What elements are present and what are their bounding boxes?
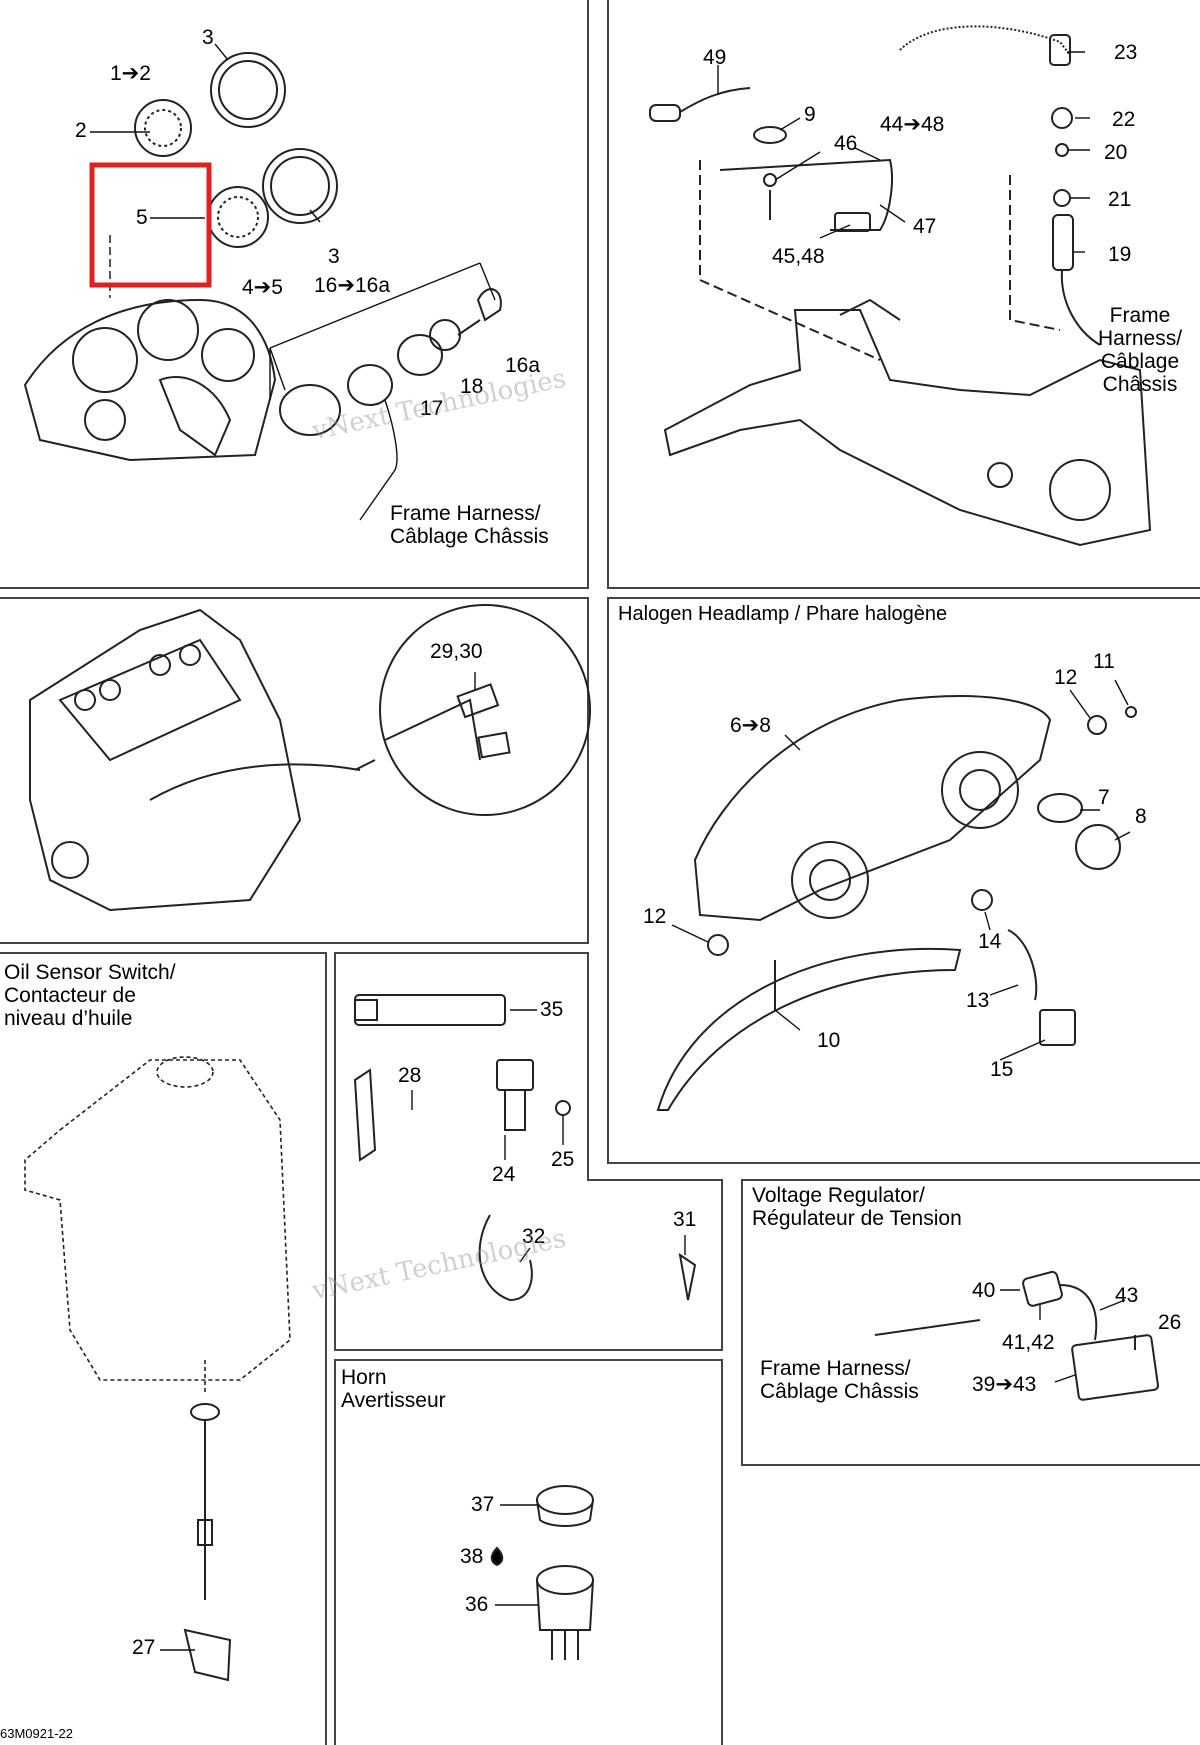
horn-illustration	[490, 1485, 594, 1660]
callout-label: 24	[492, 1163, 516, 1186]
callout-label: 6➔8	[730, 714, 771, 737]
callout-label: 10	[817, 1029, 841, 1052]
callout-label: 38	[460, 1545, 484, 1568]
callout-label: 22	[1112, 108, 1136, 131]
callout-label: 26	[1158, 1311, 1182, 1334]
callout-label: 36	[465, 1593, 489, 1616]
callout-label: 4➔5	[242, 276, 283, 299]
callout-label: 7	[1098, 786, 1110, 809]
callout-label: 20	[1104, 141, 1128, 164]
frame-harness-label: Frame Harness/ Câblage Châssis	[760, 1357, 919, 1403]
callout-label: 2	[75, 119, 87, 142]
horn-leaders	[495, 1504, 538, 1606]
callout-label: 16a	[505, 354, 541, 377]
callout-label: 14	[978, 930, 1002, 953]
callout-label: 32	[522, 1225, 546, 1248]
voltage-regulator-leaders	[1000, 1289, 1126, 1383]
frame-harness-label: Frame Harness/ Câblage Châssis	[1098, 304, 1183, 396]
callout-label: 49	[703, 46, 727, 69]
oil-sensor-illustration	[183, 1403, 232, 1682]
callout-label: 43	[1115, 1284, 1139, 1307]
horn-title: Horn Avertisseur	[341, 1366, 446, 1412]
callout-label: 13	[966, 989, 990, 1012]
panel-horn	[334, 1359, 723, 1745]
callout-label: 41,42	[1002, 1331, 1055, 1354]
callout-label: 8	[1135, 805, 1147, 828]
callout-label: 27	[132, 1636, 156, 1659]
panel-voltage-regulator	[741, 1179, 1200, 1466]
callout-label: 15	[990, 1058, 1014, 1081]
callout-label: 28	[398, 1064, 422, 1087]
console-illustration	[649, 25, 1152, 547]
callout-label: 1➔2	[110, 62, 151, 85]
panel-engine	[0, 597, 589, 944]
callout-label: 40	[972, 1279, 996, 1302]
panel-misc	[334, 952, 723, 1351]
callout-label: 23	[1114, 41, 1138, 64]
callout-label: 35	[540, 998, 564, 1021]
callout-label: 3	[202, 26, 214, 49]
instrument-leaders	[90, 43, 496, 521]
callout-label: 16➔16a	[314, 274, 390, 297]
callout-label: 18	[460, 375, 484, 398]
callout-label: 37	[471, 1493, 495, 1516]
callout-label: 12	[1054, 666, 1078, 689]
panel-headlamp	[607, 597, 1200, 1164]
callout-label: 11	[1093, 650, 1115, 673]
callout-label: 29,30	[430, 640, 483, 663]
oil-tank-illustration	[24, 1056, 291, 1395]
callout-label: 19	[1108, 243, 1132, 266]
callout-label: 25	[551, 1148, 575, 1171]
engine-illustration	[29, 604, 591, 912]
headlamp-illustration	[656, 695, 1137, 1111]
callout-label: 5	[136, 206, 148, 229]
callout-label: 46	[834, 132, 858, 155]
callout-label: 31	[673, 1208, 697, 1231]
callout-label: 12	[643, 905, 667, 928]
highlight-box-item-5	[89, 162, 212, 288]
callout-label: 3	[328, 245, 340, 268]
oil-sensor-title: Oil Sensor Switch/ Contacteur de niveau …	[4, 961, 176, 1030]
callout-label: 21	[1108, 188, 1132, 211]
callout-label: 9	[804, 103, 816, 126]
voltage-regulator-title: Voltage Regulator/ Régulateur de Tension	[752, 1184, 962, 1230]
console-leaders	[717, 51, 1090, 253]
callout-label: 47	[913, 215, 937, 238]
panel-oil-sensor	[0, 952, 327, 1745]
gauge-cluster-illustration	[23, 52, 502, 462]
panel-instrument	[0, 0, 589, 589]
drawing-code: 63M0921-22	[0, 1726, 73, 1741]
voltage-regulator-illustration	[874, 1270, 1159, 1401]
frame-harness-label: Frame Harness/ Câblage Châssis	[390, 502, 549, 548]
callout-label: 44➔48	[880, 113, 945, 136]
callout-label: 17	[420, 397, 444, 420]
misc-leaders	[411, 1009, 686, 1263]
callout-label: 39➔43	[972, 1373, 1037, 1396]
headlamp-title: Halogen Headlamp / Phare halogène	[618, 603, 948, 625]
headlamp-leaders	[671, 679, 1131, 1061]
panel-console	[607, 0, 1200, 589]
callout-label: 45,48	[772, 245, 825, 268]
